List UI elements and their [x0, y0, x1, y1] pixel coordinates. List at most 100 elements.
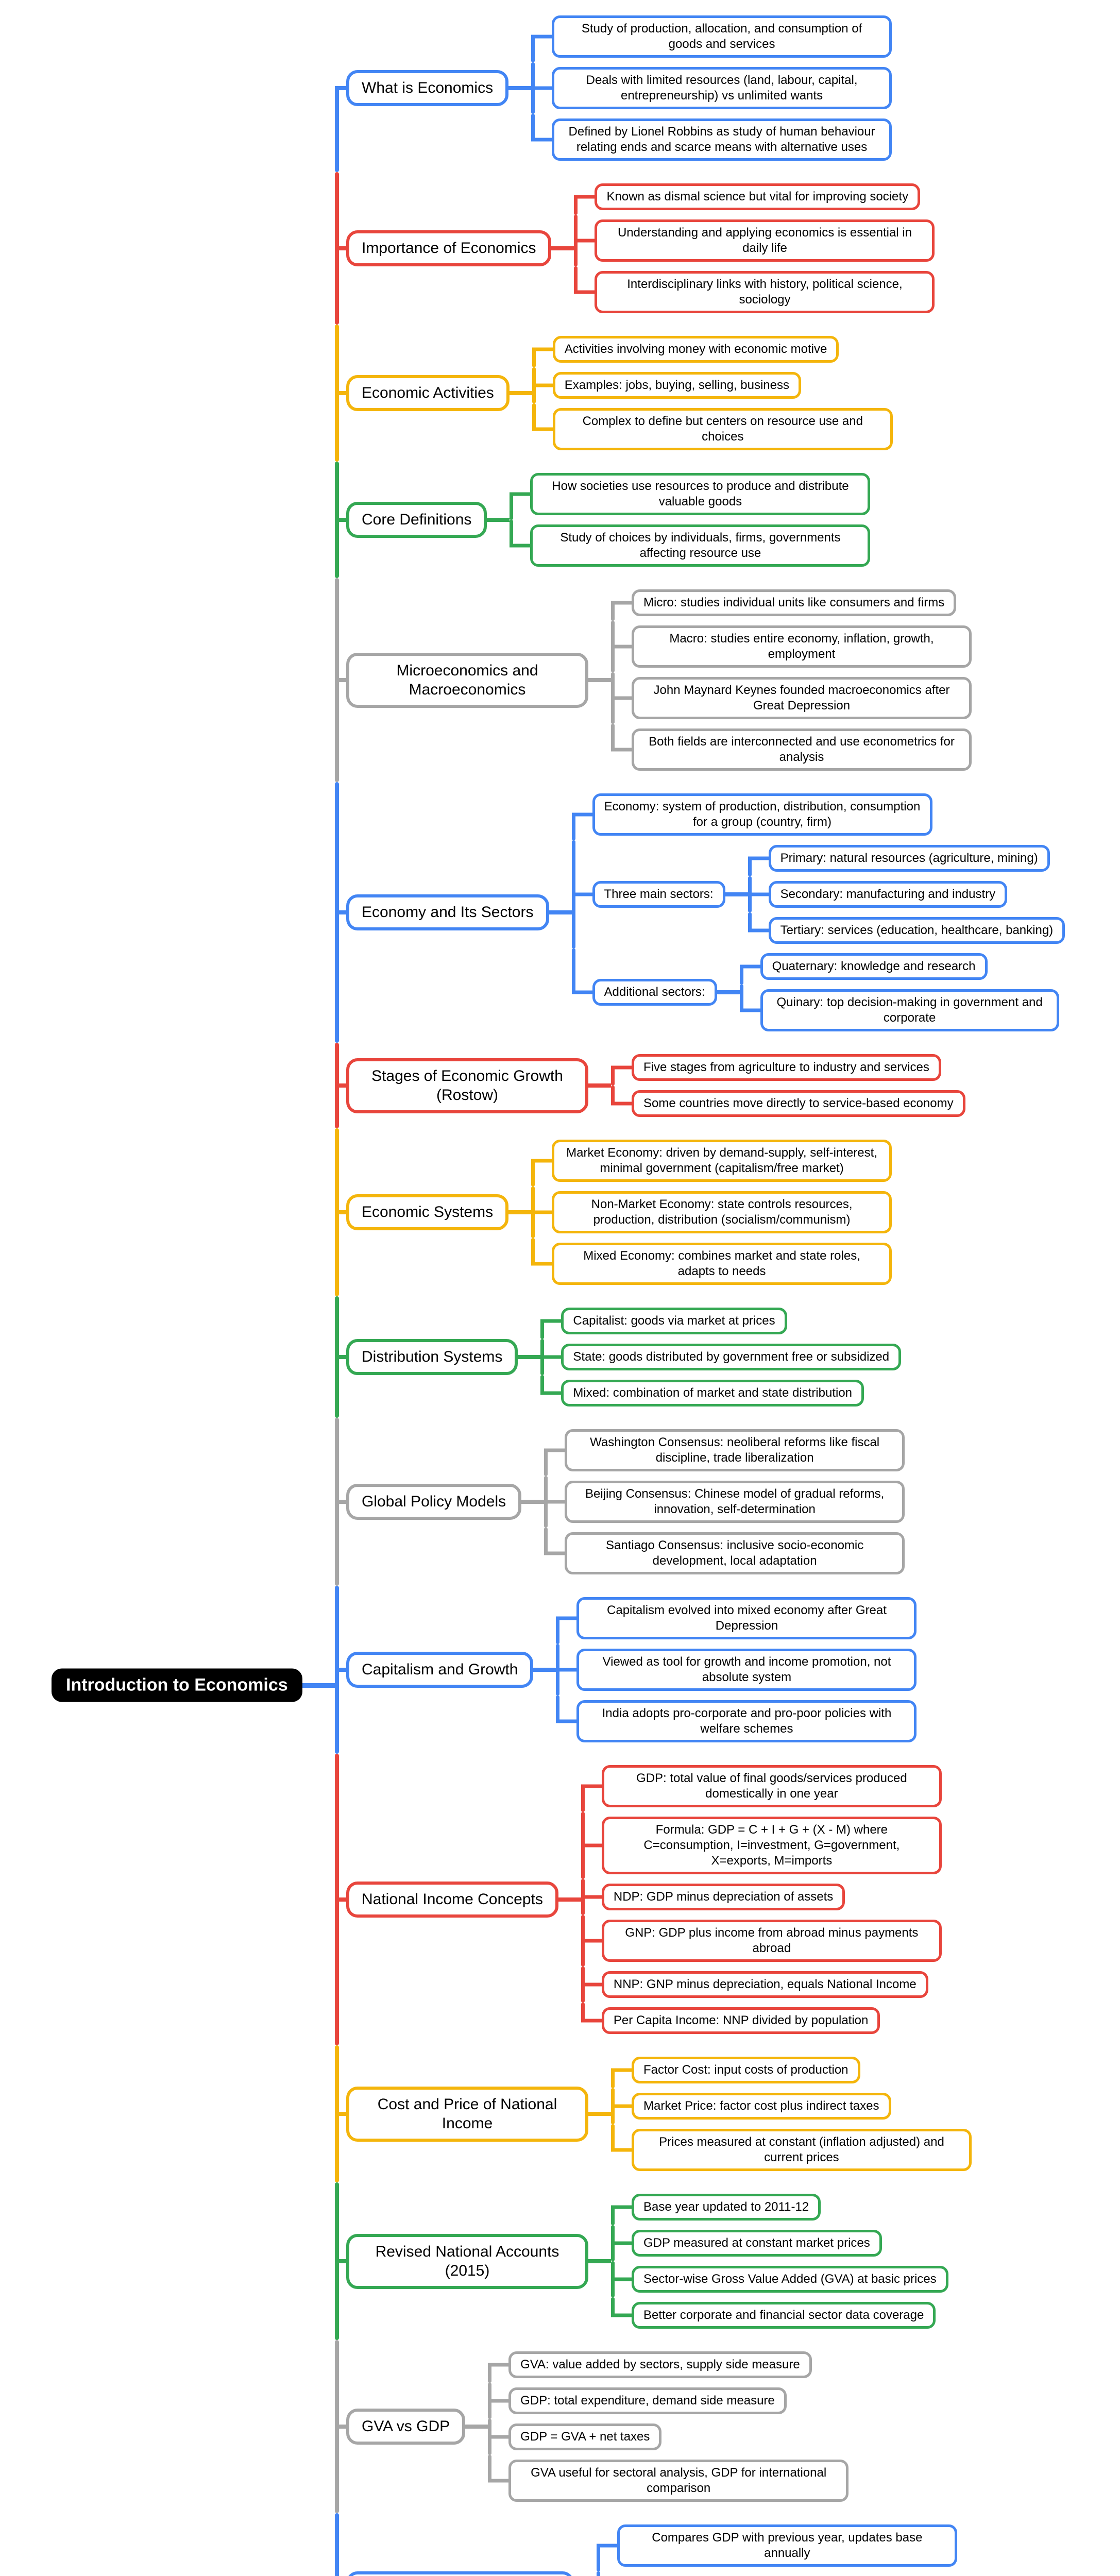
- leaf-node: Known as dismal science but vital for im…: [595, 183, 921, 210]
- branch-node[interactable]: Importance of Economics: [346, 230, 552, 266]
- children-column: GVA: value added by sectors, supply side…: [488, 2351, 849, 2502]
- connector: [465, 2425, 488, 2429]
- leaf-node: Capitalist: goods via market at prices: [561, 1308, 787, 1334]
- tree-node-row: GDP = GVA + net taxes: [488, 2419, 849, 2455]
- leaf-node: GDP: total expenditure, demand side meas…: [508, 2387, 787, 2414]
- tree-node-row: Better corporate and financial sector da…: [611, 2297, 948, 2329]
- tree-node-row: Defined by Lionel Robbins as study of hu…: [531, 114, 892, 161]
- leaf-node: Defined by Lionel Robbins as study of hu…: [552, 118, 892, 161]
- leaf-node: Washington Consensus: neoliberal reforms…: [565, 1429, 905, 1471]
- branch-node[interactable]: Global Policy Models: [346, 1484, 522, 1520]
- tree-node-row: Beijing Consensus: Chinese model of grad…: [544, 1476, 905, 1528]
- leaf-node: Viewed as tool for growth and income pro…: [576, 1649, 917, 1691]
- branch-row: GVA vs GDP GVA: value added by sectors, s…: [335, 2340, 1065, 2513]
- leaf-node: Primary: natural resources (agriculture,…: [768, 845, 1050, 872]
- branch-row: Importance of Economics Known as dismal s…: [335, 172, 1065, 325]
- branch-row: Microeconomics and Macroeconomics Micro: …: [335, 578, 1065, 782]
- connector: [487, 518, 510, 522]
- branch-node[interactable]: Stages of Economic Growth (Rostow): [346, 1058, 588, 1113]
- connector: [521, 1500, 545, 1504]
- branch-node[interactable]: Distribution Systems: [346, 1339, 518, 1375]
- tree-node-row: GDP: total value of final goods/services…: [581, 1765, 942, 1812]
- children-column: Market Economy: driven by demand-supply,…: [531, 1140, 892, 1285]
- sub-branch-node[interactable]: Additional sectors:: [592, 979, 717, 1006]
- branch-node[interactable]: Microeconomics and Macroeconomics: [346, 652, 588, 708]
- tree-node-row: Prices measured at constant (inflation a…: [611, 2124, 972, 2171]
- branch-row: Economic Systems Market Economy: driven b…: [335, 1128, 1065, 1296]
- leaf-node: Market Price: factor cost plus indirect …: [632, 2093, 891, 2120]
- branch-node[interactable]: National Income Concepts: [346, 1882, 558, 1918]
- leaf-node: Better corporate and financial sector da…: [632, 2302, 936, 2329]
- leaf-node: State: goods distributed by government f…: [561, 1344, 902, 1370]
- branch-node[interactable]: Revised National Accounts (2015): [346, 2233, 588, 2289]
- tree-node-row: Base year updated to 2011-12: [611, 2194, 948, 2225]
- leaf-node: GNP: GDP plus income from abroad minus p…: [601, 1920, 942, 1962]
- branch-node[interactable]: Core Definitions: [346, 502, 487, 538]
- tree-node-row: Activities involving money with economic…: [532, 336, 893, 367]
- connector: [508, 1210, 532, 1214]
- branch-node[interactable]: Economy and Its Sectors: [346, 894, 549, 930]
- sub-branch-node[interactable]: Three main sectors:: [592, 881, 725, 908]
- branch-row: Economy and Its Sectors Economy: system o…: [335, 782, 1065, 1043]
- leaf-node: Examples: jobs, buying, selling, busines…: [552, 372, 801, 399]
- branch-row: Capitalism and Growth Capitalism evolved …: [335, 1586, 1065, 1754]
- tree-node-row: Three main sectors: Primary: natural reso…: [571, 840, 1065, 948]
- leaf-node: GVA: value added by sectors, supply side…: [508, 2351, 812, 2378]
- leaf-node: Tertiary: services (education, healthcar…: [768, 917, 1065, 944]
- leaf-node: GDP = GVA + net taxes: [508, 2424, 662, 2450]
- branch-row: National Income Concepts GDP: total value…: [335, 1754, 1065, 2045]
- branch-node[interactable]: Capitalism and Growth: [346, 1652, 534, 1688]
- leaf-node: GDP measured at constant market prices: [632, 2230, 882, 2257]
- connector: [518, 1355, 541, 1359]
- branch-row: Distribution Systems Capitalist: goods vi…: [335, 1296, 1065, 1418]
- tree-node-row: Macro: studies entire economy, inflation…: [611, 621, 972, 672]
- children-column: How societies use resources to produce a…: [510, 473, 871, 567]
- branch-node[interactable]: What is Economics: [346, 70, 509, 106]
- tree-node-row: NDP: GDP minus depreciation of assets: [581, 1879, 942, 1915]
- root-node[interactable]: Introduction to Economics: [52, 1668, 302, 1702]
- tree-node-row: Per Capita Income: NNP divided by popula…: [581, 2003, 942, 2034]
- connector: [549, 910, 572, 914]
- tree-node-row: Some countries move directly to service-…: [611, 1086, 965, 1117]
- branch-node[interactable]: Cost and Price of National Income: [346, 2086, 588, 2142]
- branch-node[interactable]: Economic Activities: [346, 375, 510, 411]
- tree-node-row: Factor Cost: input costs of production: [611, 2057, 972, 2088]
- tree-node-row: Mixed Economy: combines market and state…: [531, 1238, 892, 1285]
- connector: [588, 2112, 611, 2116]
- branch-node[interactable]: GVA vs GDP: [346, 2409, 466, 2445]
- tree-node-row: GNP: GDP plus income from abroad minus p…: [581, 1915, 942, 1967]
- leaf-node: Mixed: combination of market and state d…: [561, 1380, 864, 1406]
- leaf-node: Micro: studies individual units like con…: [632, 589, 957, 616]
- children-column: Washington Consensus: neoliberal reforms…: [544, 1429, 905, 1574]
- children-column: Compares GDP with previous year, updates…: [596, 2524, 957, 2576]
- leaf-node: John Maynard Keynes founded macroeconomi…: [632, 677, 972, 719]
- leaf-node: Formula: GDP = C + I + G + (X - M) where…: [601, 1817, 942, 1874]
- tree-node-row: GDP: total expenditure, demand side meas…: [488, 2383, 849, 2419]
- leaf-node: Quinary: top decision-making in governme…: [760, 989, 1059, 1031]
- connector: [717, 990, 740, 994]
- tree-node-row: Known as dismal science but vital for im…: [574, 183, 935, 215]
- leaf-node: Base year updated to 2011-12: [632, 2194, 821, 2221]
- children-column: Known as dismal science but vital for im…: [574, 183, 935, 313]
- leaf-node: Economy: system of production, distribut…: [592, 793, 932, 836]
- leaf-node: Factor Cost: input costs of production: [632, 2057, 860, 2083]
- tree-node-row: Five stages from agriculture to industry…: [611, 1054, 965, 1086]
- branch-node[interactable]: Chain-Base Method for GDP: [346, 2571, 574, 2576]
- tree-node-row: Quinary: top decision-making in governme…: [739, 985, 1059, 1031]
- leaf-node: GVA useful for sectoral analysis, GDP fo…: [508, 2460, 849, 2502]
- root-connector: [298, 1683, 339, 1688]
- tree-node-row: Capitalism evolved into mixed economy af…: [556, 1597, 917, 1644]
- tree-node-row: Mixed: combination of market and state d…: [540, 1375, 901, 1406]
- leaf-node: Santiago Consensus: inclusive socio-econ…: [565, 1532, 905, 1574]
- tree-node-row: India adopts pro-corporate and pro-poor …: [556, 1696, 917, 1742]
- leaf-node: Sector-wise Gross Value Added (GVA) at b…: [632, 2266, 948, 2293]
- branch-node[interactable]: Economic Systems: [346, 1194, 509, 1230]
- leaf-node: India adopts pro-corporate and pro-poor …: [576, 1700, 917, 1742]
- connector: [508, 86, 532, 90]
- connector: [588, 2259, 611, 2263]
- connector: [509, 391, 532, 395]
